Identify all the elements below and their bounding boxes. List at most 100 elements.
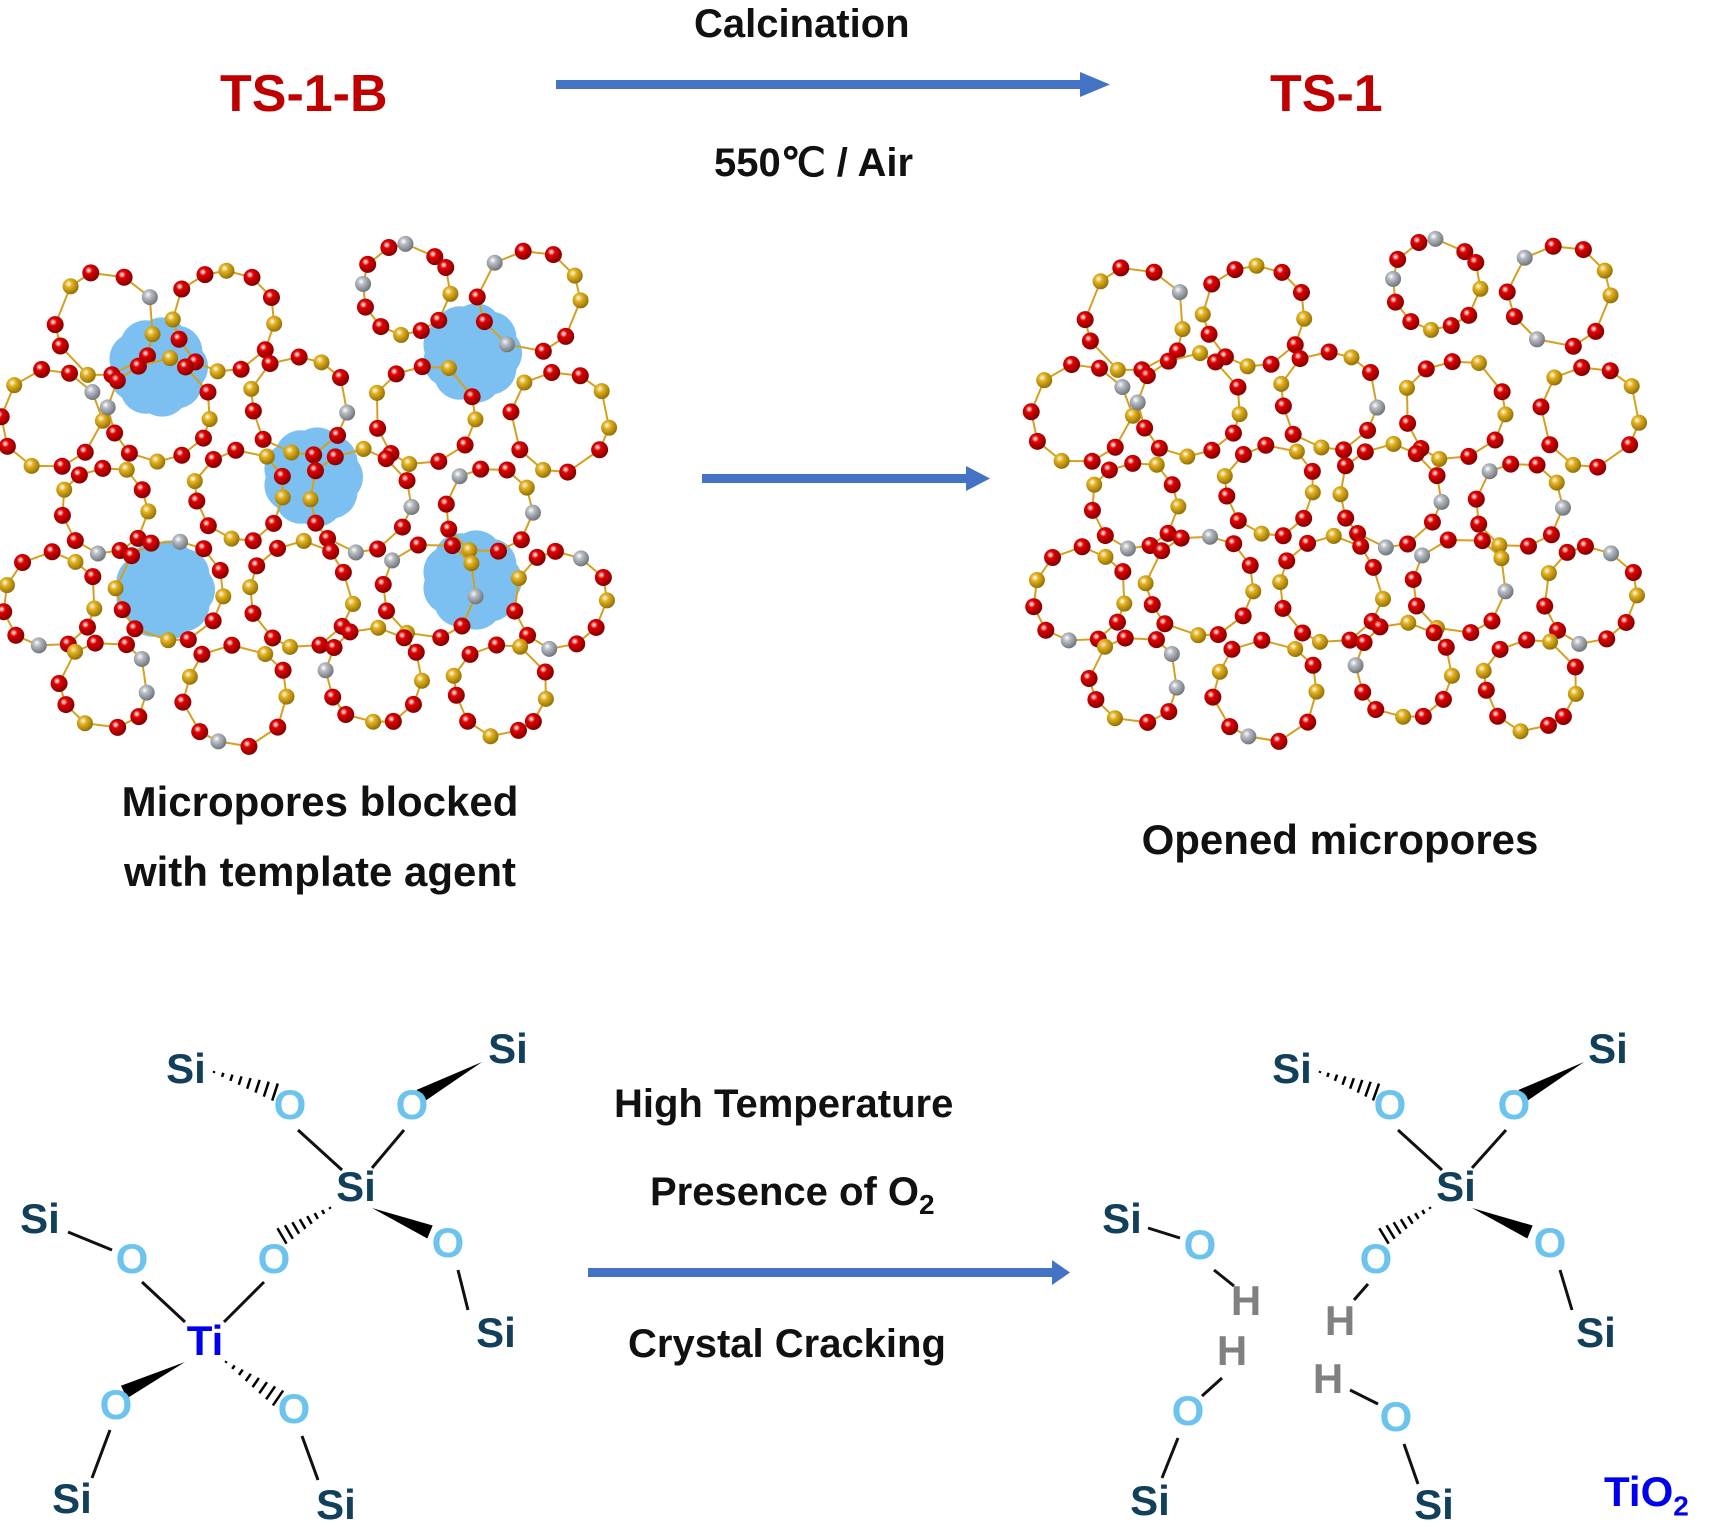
titanium-atom [541,640,558,657]
silicon-atom [593,383,610,400]
oxygen-atom [488,636,506,654]
silicon-atom [368,384,385,401]
titanium-atom [384,552,401,569]
titanium-atom [1240,728,1257,745]
oxygen-atom [378,602,396,620]
oxygen-atom [404,695,422,713]
oxygen-atom [1209,626,1227,644]
temperature-atmosphere-label: 550℃ / Air [714,141,914,185]
oxygen-atom [456,436,474,454]
silicon-atom [440,360,457,377]
o-atom: O [1534,1219,1567,1266]
silicon-atom [518,479,535,496]
oxygen-atom [461,645,479,663]
silicon-atom [601,419,618,436]
condition-high-temperature: High Temperature [614,1082,954,1126]
silicon-atom [535,461,552,478]
silicon-atom [1596,262,1613,279]
oxygen-atom [1336,457,1354,475]
silicon-atom [258,448,275,465]
oxygen-atom [76,443,94,461]
titanium-atom [1060,632,1077,649]
oxygen-atom [1491,640,1509,658]
silicon-atom [86,600,103,617]
oxygen-atom [1257,436,1275,454]
oxygen-atom [244,604,262,622]
silicon-atom [1028,572,1045,589]
oxygen-atom [129,357,147,375]
silicon-atom [223,530,240,547]
oxygen-atom [332,368,350,386]
single-bond [1160,1437,1180,1479]
oxygen-atom [305,446,323,464]
oxygen-atom [1399,414,1417,432]
oxygen-atom [51,337,69,355]
silicon-atom [598,592,615,609]
oxygen-atom [1096,527,1114,545]
titanium-atom [1119,540,1136,557]
silicon-atom [537,690,554,707]
silicon-atom [1116,595,1133,612]
oxygen-atom [1498,283,1516,301]
silicon-atom [302,491,319,508]
si-atom: Si [166,1045,206,1092]
oxygen-atom [1083,501,1101,519]
oxygen-atom [1203,441,1221,459]
oxygen-atom [139,347,157,365]
oxygen-atom [196,266,214,284]
oxygen-atom [1273,263,1291,281]
oxygen-atom [1483,612,1501,630]
oxygen-atom [412,322,430,340]
si-atom: Si [316,1481,356,1528]
oxygen-atom [1284,425,1302,443]
oxygen-atom [395,629,413,647]
oxygen-atom [1502,455,1520,473]
silicon-atom [1272,574,1289,591]
silicon-atom [1304,484,1321,501]
oxygen-atom [120,444,138,462]
titanium-atom [133,650,150,667]
titanium-atom [1377,539,1394,556]
oxygen-atom [1063,356,1081,374]
silicon-atom [209,363,226,380]
si-atom: Si [476,1309,516,1356]
oxygen-atom [195,540,213,558]
silicon-atom [140,503,157,520]
silicon-atom [1179,448,1196,465]
o-atom: O [432,1219,465,1266]
titanium-atom [1414,547,1431,564]
condition-o2-subscript: 2 [919,1189,935,1220]
titanium-atom [1528,331,1545,348]
silicon-atom [1395,708,1412,725]
silicon-atom [313,354,330,371]
oxygen-atom [174,693,192,711]
titanium-atom [1433,493,1450,510]
blocked-micropores-caption: Micropores blocked with template agent [60,778,580,896]
oxygen-atom [512,531,530,549]
oxygen-atom [1286,336,1304,354]
silicon-atom [1308,683,1325,700]
oxygen-atom [571,367,589,385]
silicon-atom [1343,349,1360,366]
oxygen-atom [534,342,552,360]
silicon-atom [201,411,218,428]
silicon-atom [1472,280,1489,297]
oxygen-atom [1160,703,1178,721]
oxygen-atom [1371,618,1389,636]
caption-line-1: Micropores blocked [121,778,519,825]
silicon-atom [1097,548,1114,565]
single-bond [90,1429,112,1479]
silicon-atom [1106,710,1123,727]
silicon-atom [1137,575,1154,592]
silicon-atom [1170,498,1187,515]
silicon-atom [164,311,181,328]
oxygen-atom [453,617,471,635]
oxygen-atom [188,492,206,510]
oxygen-atom [528,548,546,566]
oxygen-atom [1467,490,1485,508]
hashed-bond [212,1070,279,1101]
oxygen-atom [1489,707,1507,725]
oxygen-atom [1156,615,1174,633]
silicon-atom [1086,476,1103,493]
oxygen-atom [1541,436,1559,454]
